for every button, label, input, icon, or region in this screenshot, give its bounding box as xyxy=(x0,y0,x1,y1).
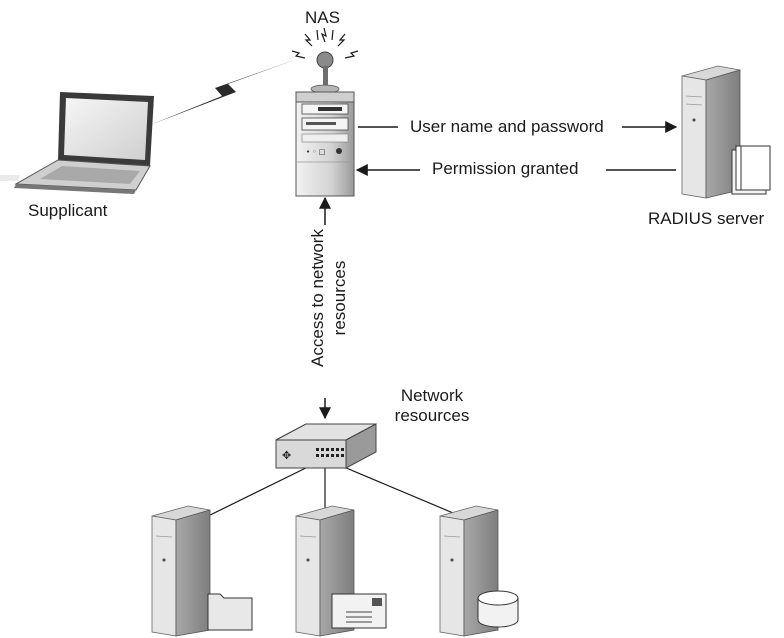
network-resources-label: Network resources xyxy=(387,386,477,427)
network-resources-line2: resources xyxy=(394,406,470,426)
file-server-icon xyxy=(151,505,253,637)
connections xyxy=(150,58,678,521)
radius-server-label: RADIUS server xyxy=(648,209,765,228)
database-server-icon xyxy=(439,505,519,637)
network-resources-line1: Network xyxy=(400,386,464,405)
link-switch-db-server xyxy=(331,461,466,519)
network-switch-icon: ✥ xyxy=(275,423,377,469)
wireless-link-icon xyxy=(150,58,300,125)
nas-label: NAS xyxy=(305,8,340,27)
nas-tower-antenna-icon: • ◦ □ xyxy=(291,27,359,197)
access-line2: resources xyxy=(330,260,349,336)
mail-server-icon xyxy=(295,505,387,637)
supplicant-label: Supplicant xyxy=(28,201,108,220)
access-line1: Access to network xyxy=(308,229,327,367)
radius-server-icon xyxy=(681,65,771,199)
link-switch-file-server xyxy=(199,461,319,521)
svg-text:✥: ✥ xyxy=(282,449,291,462)
svg-text:• ◦ □: • ◦ □ xyxy=(306,148,325,156)
permission-granted-label: Permission granted xyxy=(432,159,579,178)
user-name-password-label: User name and password xyxy=(410,117,604,136)
laptop-icon xyxy=(0,92,154,194)
